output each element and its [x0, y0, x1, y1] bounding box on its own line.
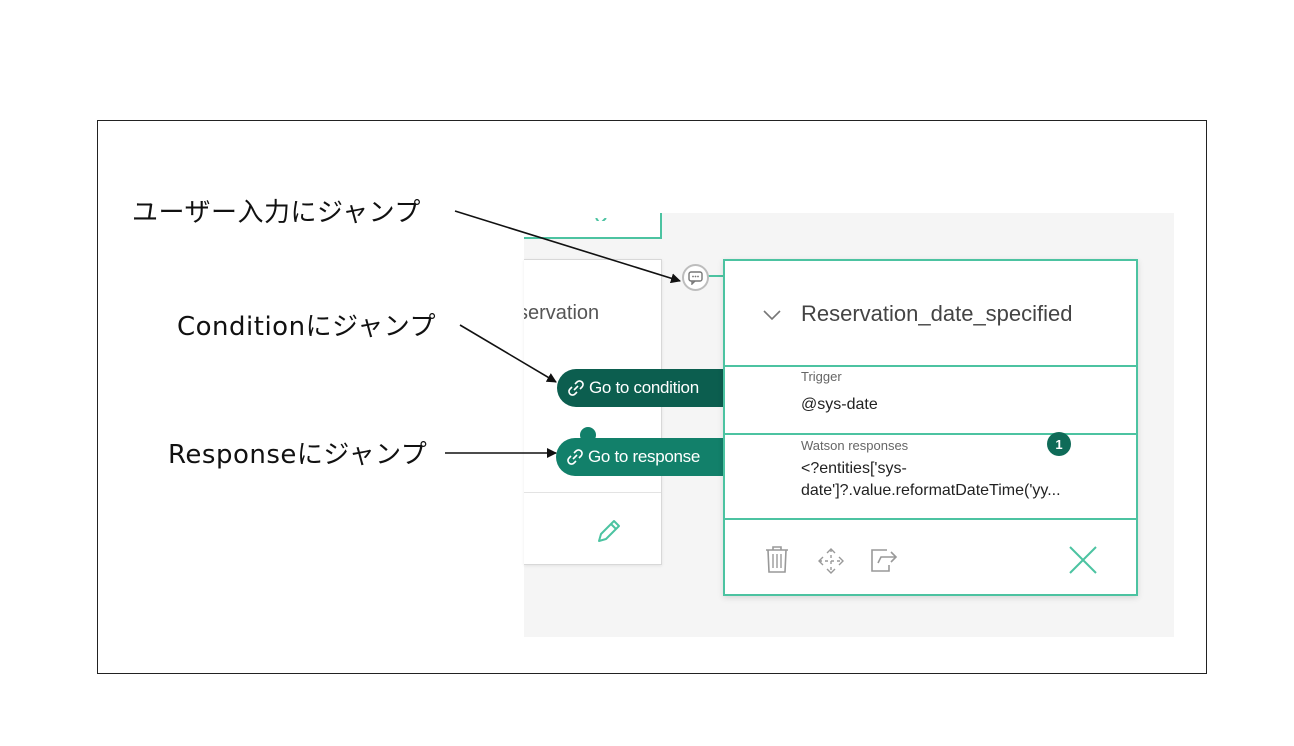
trash-icon[interactable]: [764, 544, 790, 579]
link-icon: [568, 380, 584, 396]
section-divider: [723, 433, 1138, 435]
go-to-condition-label: Go to condition: [589, 378, 699, 397]
response-text[interactable]: <?entities['sys-date']?.value.reformatDa…: [801, 460, 1061, 499]
responses-label: Watson responses: [801, 438, 909, 453]
speech-bubble-icon[interactable]: [682, 264, 709, 291]
pencil-icon: [594, 213, 608, 221]
section-divider: [723, 518, 1138, 520]
node-title: Reservation_date_specified: [801, 301, 1073, 326]
annotation-user-input: ユーザー入力にジャンプ: [132, 198, 421, 228]
trigger-value[interactable]: @sys-date: [801, 396, 878, 413]
jump-to-icon[interactable]: [869, 546, 899, 579]
parent-node-title: servation: [524, 302, 600, 324]
trigger-label: Trigger: [801, 369, 842, 384]
node-connector: [706, 275, 724, 277]
go-to-response-label: Go to response: [588, 447, 701, 466]
annotation-response: Responseにジャンプ: [168, 440, 428, 470]
dialog-node-card[interactable]: [723, 259, 1138, 596]
parent-node-card[interactable]: [524, 259, 662, 565]
go-to-response-button[interactable]: Go to response: [556, 438, 724, 476]
chevron-down-icon[interactable]: [762, 307, 782, 321]
go-to-condition-button[interactable]: Go to condition: [557, 369, 724, 407]
responses-count-badge: 1: [1047, 432, 1071, 456]
pencil-icon[interactable]: [594, 516, 624, 546]
annotation-condition: Conditionにジャンプ: [177, 312, 436, 342]
previous-node-card[interactable]: [524, 213, 662, 239]
move-icon[interactable]: [816, 546, 846, 581]
link-icon: [567, 449, 583, 465]
divider: [524, 492, 661, 493]
close-icon[interactable]: [1068, 545, 1098, 580]
section-divider: [723, 365, 1138, 367]
